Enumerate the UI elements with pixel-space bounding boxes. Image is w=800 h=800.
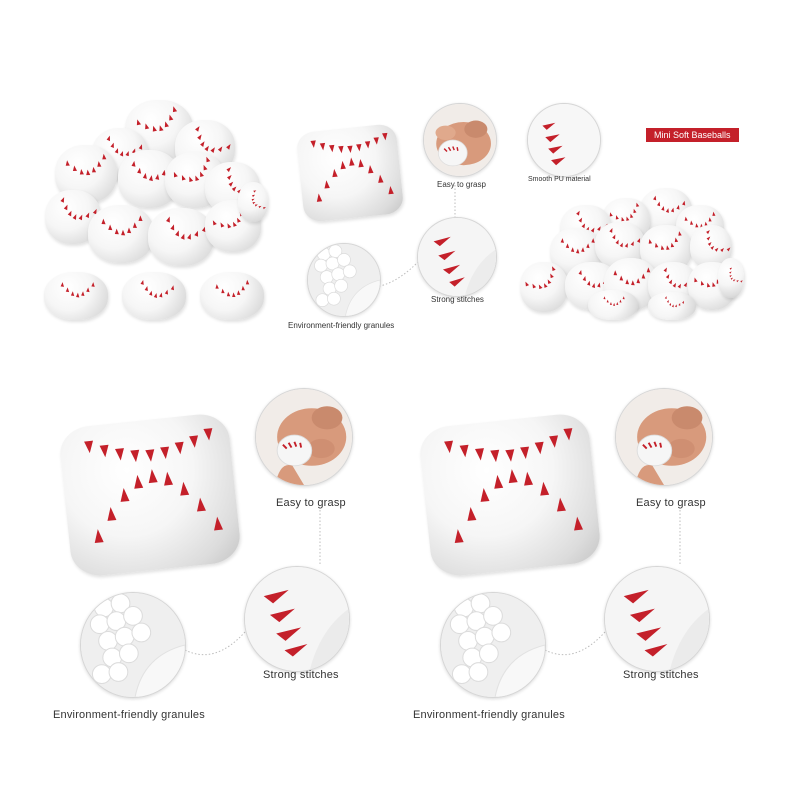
granules-icon (308, 244, 380, 316)
feature-stitches-label: Strong stitches (623, 669, 699, 681)
feature-stitches-label: Strong stitches (431, 295, 484, 304)
hand-squeeze-icon (424, 104, 496, 176)
pu-material-detail-circle (527, 103, 601, 177)
feature-material-label: Smooth PU material (528, 176, 591, 183)
hand-squeeze-detail-circle (255, 388, 353, 486)
stitch-closeup-icon (528, 104, 600, 176)
stitch-closeup-icon (605, 567, 709, 671)
feature-stitches-label: Strong stitches (263, 669, 339, 681)
hand-squeeze-icon (616, 389, 712, 485)
baseball (88, 205, 154, 263)
stitches-detail-circle (604, 566, 710, 672)
stitches-detail-circle (417, 217, 497, 297)
baseball (44, 272, 108, 320)
squishy-baseball (417, 411, 603, 579)
hand-squeeze-icon (256, 389, 352, 485)
baseball (238, 182, 268, 222)
stitch-closeup-icon (418, 218, 496, 296)
stitches-detail-circle (244, 566, 350, 672)
feature-grasp-label: Easy to grasp (636, 497, 706, 509)
baseball (648, 292, 696, 320)
feature-grasp-label: Easy to grasp (437, 180, 486, 189)
granules-icon (81, 593, 185, 697)
product-title-banner: Mini Soft Baseballs (646, 128, 739, 142)
feature-granules-label: Environment-friendly granules (413, 709, 565, 721)
baseball (520, 262, 568, 312)
baseball (588, 290, 638, 320)
hand-squeeze-detail-circle (423, 103, 497, 177)
baseball (718, 258, 744, 298)
baseball (148, 208, 214, 266)
squishy-baseball (295, 123, 405, 223)
squishy-baseball (57, 411, 243, 579)
granules-icon (441, 593, 545, 697)
baseball (122, 272, 186, 320)
stitch-closeup-icon (245, 567, 349, 671)
granules-detail-circle (440, 592, 546, 698)
baseball (200, 272, 264, 320)
granules-detail-circle (80, 592, 186, 698)
hand-squeeze-detail-circle (615, 388, 713, 486)
feature-grasp-label: Easy to grasp (276, 497, 346, 509)
granules-detail-circle (307, 243, 381, 317)
feature-granules-label: Environment-friendly granules (288, 321, 395, 330)
feature-granules-label: Environment-friendly granules (53, 709, 205, 721)
